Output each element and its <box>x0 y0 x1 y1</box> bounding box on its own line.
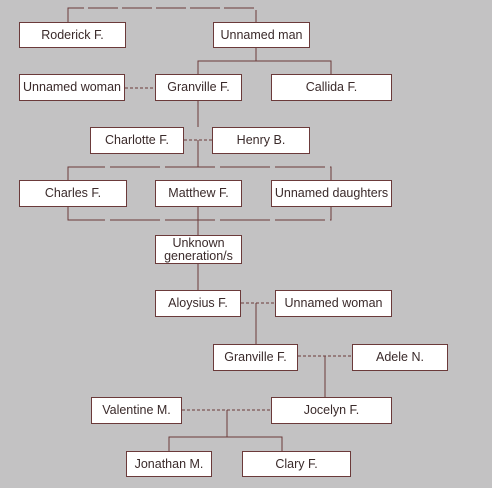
node-unnamed-man: Unnamed man <box>213 22 310 48</box>
node-adele: Adele N. <box>352 344 448 371</box>
node-jocelyn: Jocelyn F. <box>271 397 392 424</box>
node-granville-1: Granville F. <box>155 74 242 101</box>
sibling-bracket-bottom <box>67 207 332 221</box>
node-granville-2: Granville F. <box>213 344 298 371</box>
node-matthew: Matthew F. <box>155 180 242 207</box>
node-unnamed-daughters: Unnamed daughters <box>271 180 392 207</box>
node-callida: Callida F. <box>271 74 392 101</box>
node-henry: Henry B. <box>212 127 310 154</box>
node-unnamed-woman-1: Unnamed woman <box>19 74 125 101</box>
descent-line-jocelyn <box>168 410 283 451</box>
node-roderick: Roderick F. <box>19 22 126 48</box>
descent-line-unnamed-man <box>197 48 332 74</box>
node-unknown-generations: Unknown generation/s <box>155 235 242 264</box>
node-clary: Clary F. <box>242 451 351 477</box>
sibling-line-top <box>67 7 257 22</box>
node-charles: Charles F. <box>19 180 127 207</box>
sibling-bracket-top <box>67 166 332 180</box>
node-valentine: Valentine M. <box>91 397 182 424</box>
node-aloysius: Aloysius F. <box>155 290 241 317</box>
node-charlotte: Charlotte F. <box>90 127 184 154</box>
node-jonathan: Jonathan M. <box>126 451 212 477</box>
node-unnamed-woman-2: Unnamed woman <box>275 290 392 317</box>
